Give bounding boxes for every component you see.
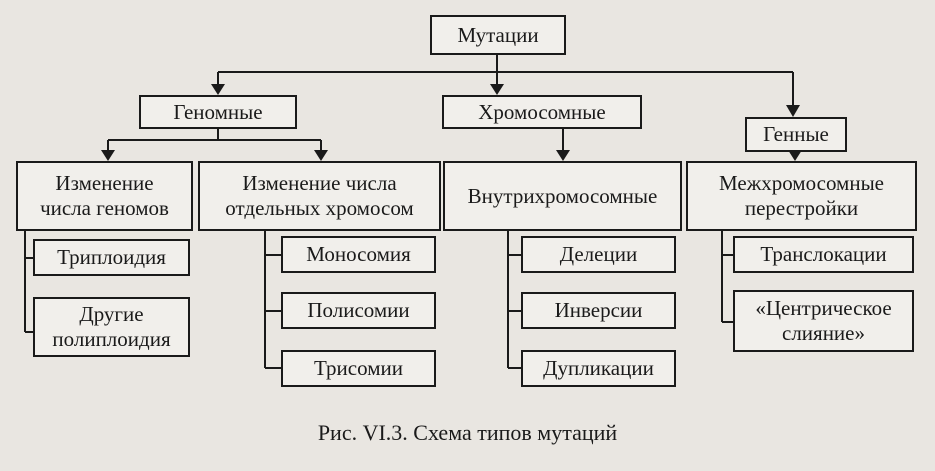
node-genomic: Геномные [139, 95, 297, 129]
node-mutations: Мутации [430, 15, 566, 55]
node-chromosome-number-change: Изменение числа отдельных хромосом [198, 161, 441, 231]
node-polysomy: Полисомии [281, 292, 436, 329]
node-interchromosomal-rearrangements: Межхромосомные перестройки [686, 161, 917, 231]
node-intrachromosomal: Внутрихромосомные [443, 161, 682, 231]
node-other-polyploidy: Другие полиплоидия [33, 297, 190, 357]
node-triploidy: Триплоидия [33, 239, 190, 276]
figure-caption: Рис. VI.3. Схема типов мутаций [317, 420, 618, 445]
node-monosomy: Моносомия [281, 236, 436, 273]
node-genome-number-change: Изменение числа геномов [16, 161, 193, 231]
node-inversions: Инверсии [521, 292, 676, 329]
node-translocations: Транслокации [733, 236, 914, 273]
node-deletions: Делеции [521, 236, 676, 273]
node-gene: Генные [745, 117, 847, 152]
node-chromosomal: Хромосомные [442, 95, 642, 129]
node-trisomy: Трисомии [281, 350, 436, 387]
node-centric-fusion: «Центрическое слияние» [733, 290, 914, 352]
node-duplications: Дупликации [521, 350, 676, 387]
